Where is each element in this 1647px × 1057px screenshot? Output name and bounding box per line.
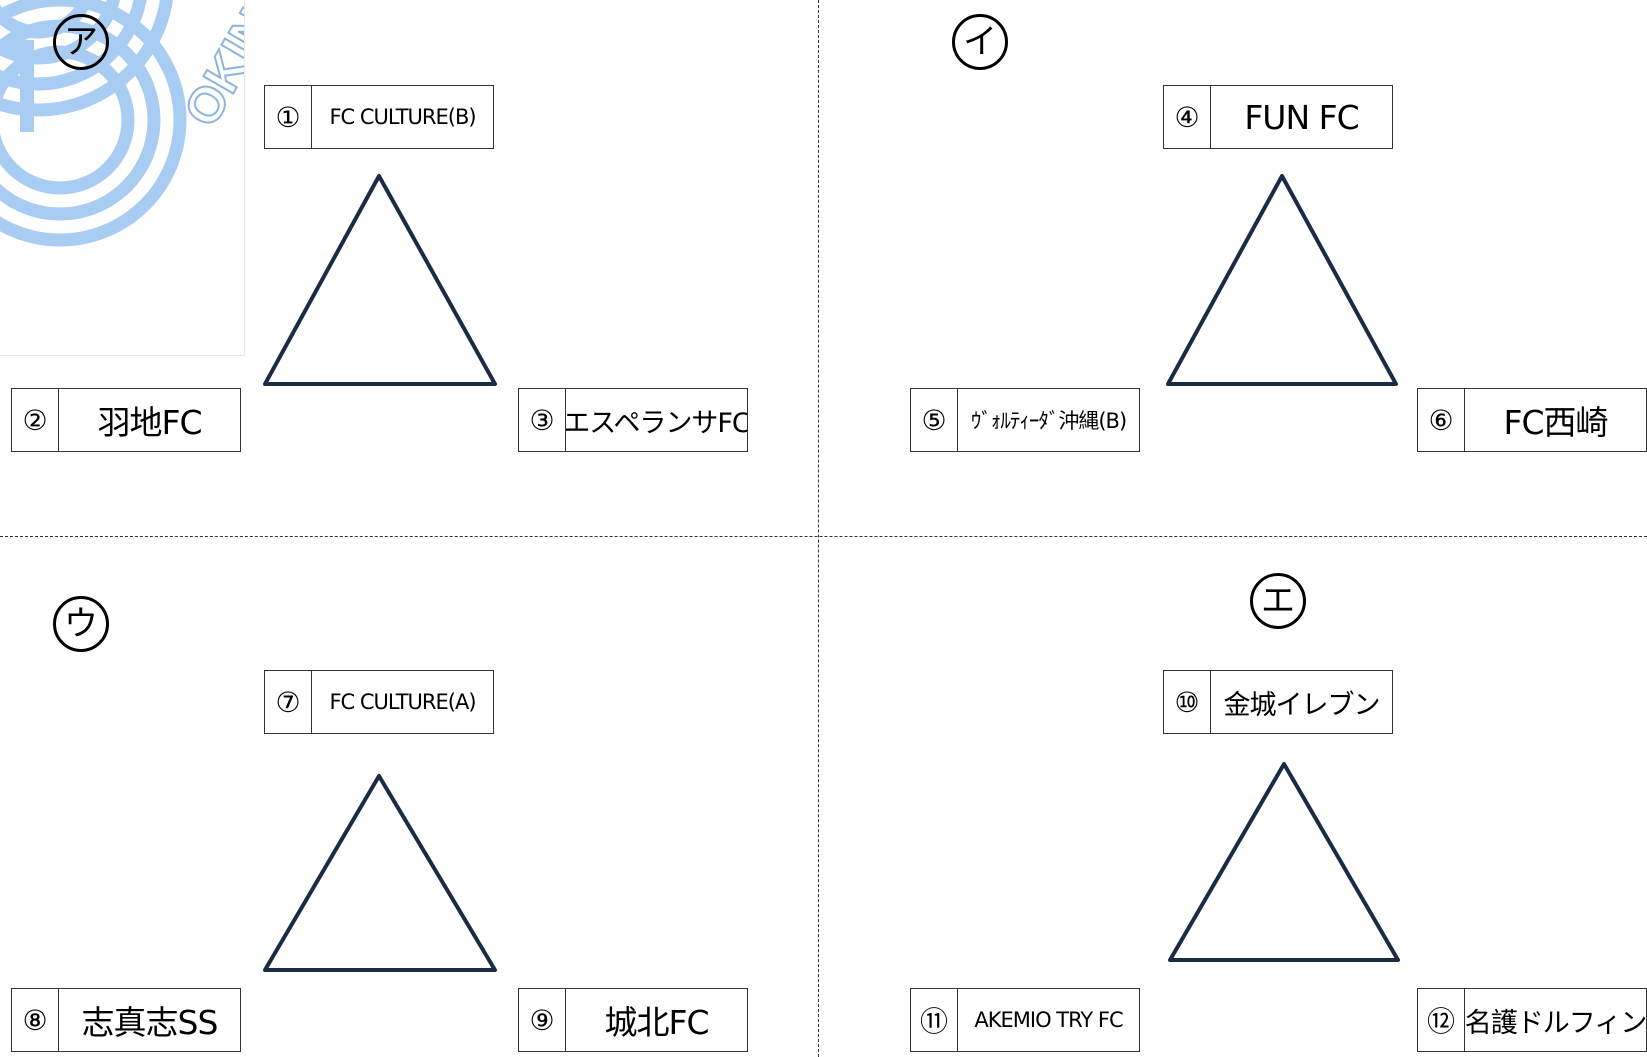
team-name: FC西崎 <box>1503 403 1608 442</box>
team-number: ⑥ <box>1418 389 1465 451</box>
team-name: ｳﾞｫﾙﾃｨｰﾀﾞ沖縄(B) <box>970 409 1127 433</box>
match-triangle-u <box>263 774 497 972</box>
team-name: FC CULTURE(B) <box>329 105 476 129</box>
team-box-12: ⑫ 名護ドルフィン <box>1417 988 1647 1052</box>
group-label-a: ア <box>53 14 109 70</box>
team-name: 城北FC <box>604 1003 709 1042</box>
team-box-5: ⑤ ｳﾞｫﾙﾃｨｰﾀﾞ沖縄(B) <box>910 388 1140 452</box>
group-label-i: イ <box>952 14 1008 70</box>
team-number: ③ <box>519 389 566 451</box>
team-name: 金城イレブン <box>1223 689 1381 721</box>
match-triangle-a <box>263 174 497 386</box>
team-box-8: ⑧ 志真志SS <box>11 988 241 1052</box>
team-number: ⑫ <box>1418 989 1465 1051</box>
team-name: 名護ドルフィン <box>1465 1007 1646 1039</box>
team-number: ⑤ <box>911 389 958 451</box>
team-number: ① <box>265 86 312 148</box>
team-number: ⑩ <box>1164 671 1211 733</box>
team-number: ⑪ <box>911 989 958 1051</box>
team-box-11: ⑪ AKEMIO TRY FC <box>910 988 1140 1052</box>
team-box-9: ⑨ 城北FC <box>518 988 748 1052</box>
team-box-6: ⑥ FC西崎 <box>1417 388 1647 452</box>
team-box-1: ① FC CULTURE(B) <box>264 85 494 149</box>
team-name: 志真志SS <box>81 1003 219 1042</box>
group-label-u: ウ <box>53 596 109 652</box>
horizontal-divider <box>0 536 1647 537</box>
team-name: FUN FC <box>1244 97 1359 137</box>
match-triangle-e <box>1168 762 1400 962</box>
team-number: ⑧ <box>12 989 59 1051</box>
match-triangle-i <box>1166 174 1398 386</box>
team-box-10: ⑩ 金城イレブン <box>1163 670 1393 734</box>
team-number: ④ <box>1164 86 1211 148</box>
team-number: ② <box>12 389 59 451</box>
team-box-4: ④ FUN FC <box>1163 85 1393 149</box>
team-number: ⑨ <box>519 989 566 1051</box>
team-name: AKEMIO TRY FC <box>974 1008 1123 1032</box>
vertical-divider <box>818 0 819 1057</box>
team-name: FC CULTURE(A) <box>329 690 476 714</box>
team-box-3: ③ エスペランサFC <box>518 388 748 452</box>
team-name: 羽地FC <box>97 403 202 442</box>
logo-emblem: OKINAWA <box>0 0 244 247</box>
team-box-2: ② 羽地FC <box>11 388 241 452</box>
association-logo: OKINAWA <box>0 0 245 356</box>
team-name: エスペランサFC <box>566 407 747 439</box>
team-box-7: ⑦ FC CULTURE(A) <box>264 670 494 734</box>
group-label-e: エ <box>1250 573 1306 629</box>
team-number: ⑦ <box>265 671 312 733</box>
